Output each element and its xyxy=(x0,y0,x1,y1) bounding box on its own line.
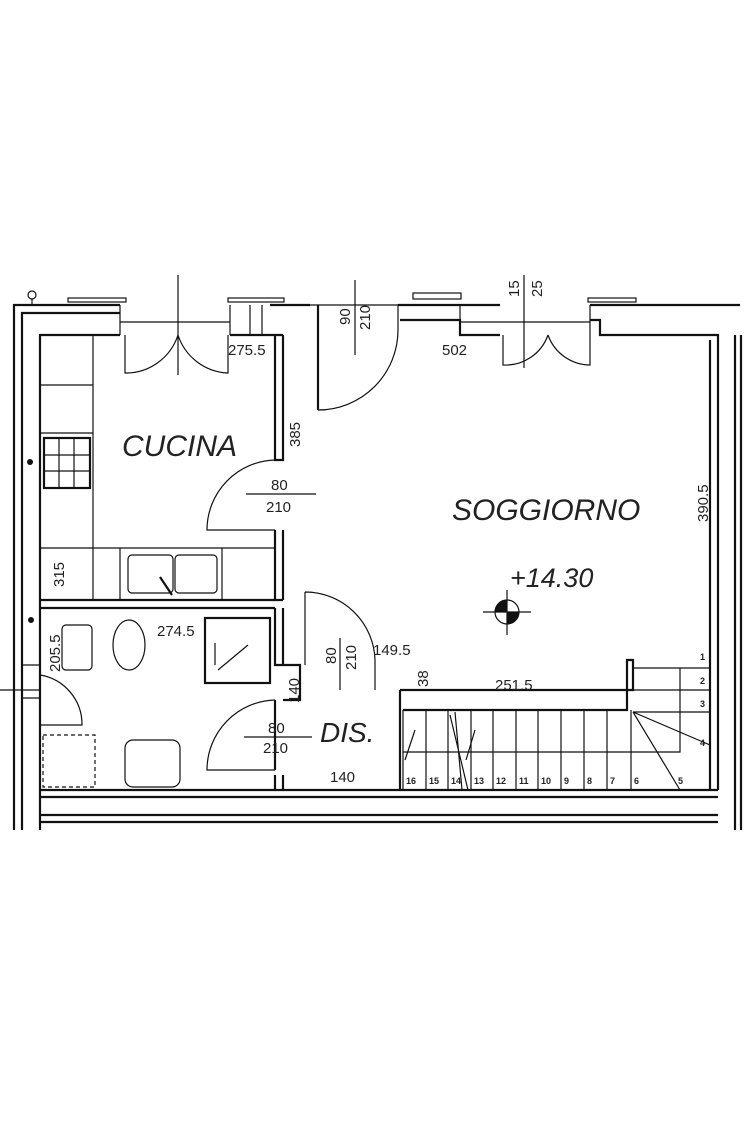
stair-step-number: 14 xyxy=(451,776,461,786)
dim-bath-width: 274.5 xyxy=(157,623,195,640)
toilet-icon xyxy=(112,619,146,671)
dim-stair-wall: 38 xyxy=(415,670,432,687)
dim-kitchen-door-width: 80 xyxy=(271,477,288,494)
stair-step-number: 3 xyxy=(700,699,705,709)
dim-entry-door-width: 90 xyxy=(337,308,354,325)
stair-step-number: 8 xyxy=(587,776,592,786)
dim-window-top: 15 xyxy=(506,280,523,297)
windows xyxy=(67,292,637,335)
dim-bath-door-height: 210 xyxy=(263,740,288,757)
dim-bath-side: 205.5 xyxy=(47,634,64,672)
stair-step-number: 12 xyxy=(496,776,506,786)
dim-stair-landing: 251.5 xyxy=(495,677,533,694)
sink-icon xyxy=(127,554,174,594)
shower-icon xyxy=(203,616,272,685)
stair-step-number: 6 xyxy=(634,776,639,786)
stove-icon xyxy=(42,436,92,490)
dim-living-height: 390.5 xyxy=(695,484,712,522)
dim-hall-width-top: 149.5 xyxy=(373,642,411,659)
dim-entry-door-height: 210 xyxy=(357,305,374,330)
dim-window-bottom: 25 xyxy=(529,280,546,297)
stair-step-number: 7 xyxy=(610,776,615,786)
dim-kitchen-width: 275.5 xyxy=(228,342,266,359)
elevation-marker-icon xyxy=(483,590,531,635)
dim-kitchen-door-height: 210 xyxy=(266,499,291,516)
stair-step-number: 4 xyxy=(700,738,705,748)
stair-step-number: 1 xyxy=(700,652,705,662)
dim-kitchen-height: 385 xyxy=(287,422,304,447)
doors xyxy=(0,275,591,771)
outer-walls xyxy=(12,290,743,830)
stair-step-number: 10 xyxy=(541,776,551,786)
interior-walls xyxy=(40,305,635,790)
stair-step-number: 5 xyxy=(678,776,683,786)
stair-step-number: 16 xyxy=(406,776,416,786)
room-label-hall: DIS. xyxy=(320,717,374,748)
dim-hall-door-height: 210 xyxy=(343,645,360,670)
fixtures xyxy=(40,335,531,788)
stair-step-number: 15 xyxy=(429,776,439,786)
washing-machine-icon xyxy=(42,734,96,788)
dim-living-width: 502 xyxy=(442,342,467,359)
stair-step-number: 13 xyxy=(474,776,484,786)
bidet-icon xyxy=(124,739,181,788)
stair-step-number: 9 xyxy=(564,776,569,786)
room-label-kitchen: CUCINA xyxy=(122,430,237,463)
dim-hall-door-width: 80 xyxy=(323,647,340,664)
elevation-label: +14.30 xyxy=(510,563,593,593)
washbasin-icon xyxy=(61,624,93,671)
dim-kitchen-counter: 315 xyxy=(51,562,68,587)
dim-hall-width-bottom: 140 xyxy=(330,769,355,786)
stair-step-number: 2 xyxy=(700,676,705,686)
room-label-living: SOGGIORNO xyxy=(452,494,640,527)
stair-step-number: 11 xyxy=(519,776,529,786)
dim-bath-door-width: 80 xyxy=(268,720,285,737)
dim-hall-wall: 140 xyxy=(286,678,303,703)
